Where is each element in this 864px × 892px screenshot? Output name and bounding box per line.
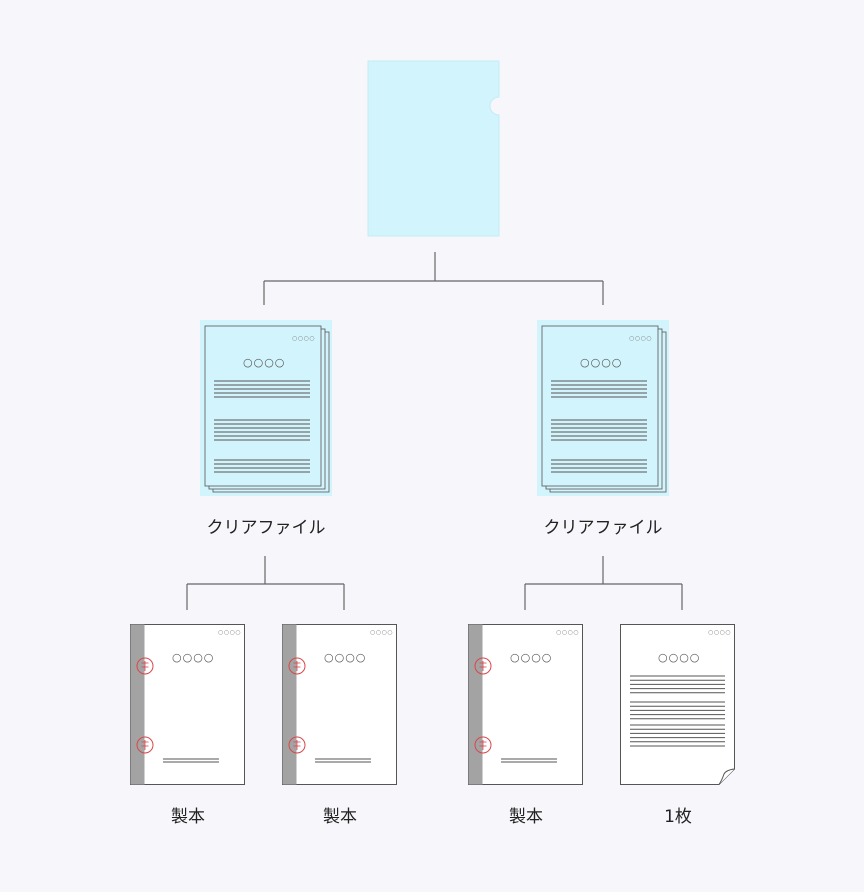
label-clear-file-right: クリアファイル (544, 518, 663, 538)
doc-small-header: ○○○○ (292, 335, 315, 342)
doc-title: ○○○○ (510, 651, 552, 664)
doc-title: ○○○○ (658, 651, 700, 664)
binding-spine (282, 624, 297, 785)
doc-text-lines (630, 675, 725, 747)
single-sheet-document: ○○○○ ○○○○ (620, 624, 735, 785)
connector-level2-left (186, 556, 345, 610)
bound-document-2: ○○○○ ○○○○ (282, 624, 397, 785)
doc-small-header: ○○○○ (556, 629, 579, 636)
label-bound-1: 製本 (171, 807, 205, 827)
doc-small-header: ○○○○ (218, 629, 241, 636)
clear-folder-top (367, 60, 500, 237)
bound-document-3: ○○○○ ○○○○ (468, 624, 583, 785)
doc-small-header: ○○○○ (708, 629, 731, 636)
doc-title: ○○○○ (243, 356, 285, 369)
seal-stamp-icon (288, 657, 306, 675)
doc-text-lines (214, 380, 310, 473)
seal-stamp-icon (136, 657, 154, 675)
label-clear-file-left: クリアファイル (207, 518, 326, 538)
seal-stamp-icon (474, 657, 492, 675)
label-bound-3: 製本 (509, 807, 543, 827)
binding-spine (130, 624, 145, 785)
connector-level2-right (524, 556, 683, 610)
doc-small-header: ○○○○ (370, 629, 393, 636)
seal-stamp-icon (474, 736, 492, 754)
seal-stamp-icon (288, 736, 306, 754)
clear-file-with-documents-right: ○○○○ ○○○○ (537, 320, 669, 496)
clear-file-with-documents-left: ○○○○ ○○○○ (200, 320, 332, 496)
label-bound-2: 製本 (323, 807, 357, 827)
binding-spine (468, 624, 483, 785)
doc-text-lines (551, 380, 647, 473)
seal-stamp-icon (136, 736, 154, 754)
bound-document-1: ○○○○ ○○○○ (130, 624, 245, 785)
doc-title: ○○○○ (172, 651, 214, 664)
connector-level1 (263, 252, 604, 305)
doc-small-header: ○○○○ (629, 335, 652, 342)
doc-title: ○○○○ (324, 651, 366, 664)
doc-title: ○○○○ (580, 356, 622, 369)
label-single-sheet: 1枚 (664, 807, 692, 827)
